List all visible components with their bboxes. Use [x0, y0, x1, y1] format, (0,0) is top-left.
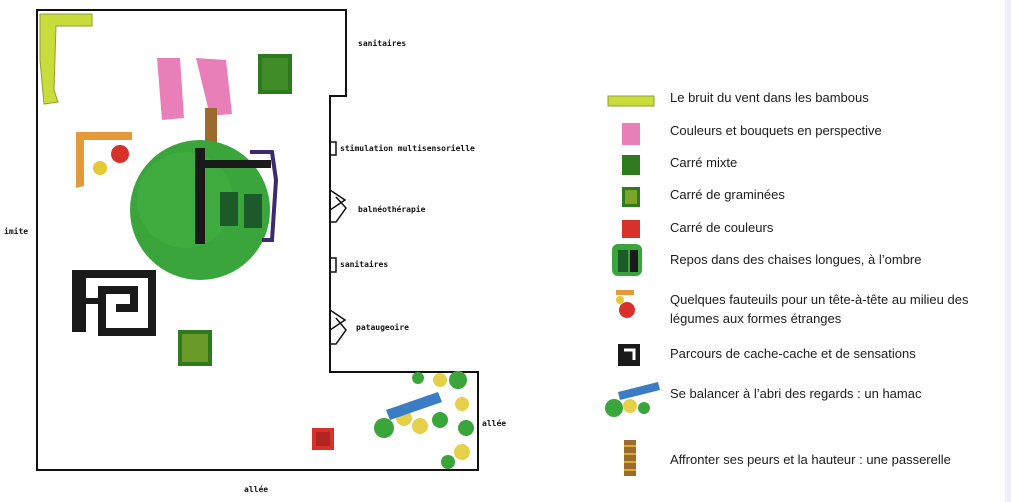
hammock-corner — [374, 371, 474, 469]
legend-item-bridge: Affronter ses peurs et la hauteur : une … — [600, 438, 1005, 478]
legend-text-armchairs: Quelques fauteuils pour un tête-à-tête a… — [670, 292, 969, 326]
color-square-texture — [316, 432, 330, 446]
pink-flowers-2 — [196, 58, 232, 116]
tree-path-horizontal — [195, 160, 271, 168]
mixed-square-icon — [622, 155, 640, 175]
label-balneo: balnéothérapie — [358, 204, 426, 214]
legend-text-tree: Repos dans des chaises longues, à l’ombr… — [670, 252, 922, 267]
legend-text-bamboo: Le bruit du vent dans les bambous — [670, 90, 869, 105]
building-notch-4 — [329, 309, 347, 345]
color-square-icon — [622, 220, 640, 238]
legend-text-hammock: Se balancer à l’abri des regards : un ha… — [670, 386, 922, 401]
legend-text-maze: Parcours de cache-cache et de sensations — [670, 346, 916, 361]
big-tree-shade — [137, 152, 233, 248]
garden-outline — [36, 9, 479, 471]
tree-chairs-icon — [612, 244, 642, 276]
legend-item-maze: Parcours de cache-cache et de sensations — [600, 338, 1005, 372]
legend-text-pink: Couleurs et bouquets en perspective — [670, 123, 882, 138]
legend-item-armchairs: Quelques fauteuils pour un tête-à-tête a… — [600, 288, 1005, 334]
legend-item-mixed: Carré mixte — [600, 147, 1005, 181]
armchair-yellow — [93, 161, 107, 175]
label-allee-right: allée — [482, 418, 506, 428]
maze-icon — [618, 344, 640, 366]
grasses-square — [178, 330, 212, 366]
label-sanitaires-mid: sanitaires — [340, 259, 388, 269]
tree-path-vertical — [195, 148, 205, 244]
grass-square-icon — [622, 187, 640, 207]
armchairs-bed — [76, 132, 132, 188]
building-notch-1 — [330, 141, 337, 156]
label-sanitaires-top: sanitaires — [358, 38, 406, 48]
legend-item-bamboo: Le bruit du vent dans les bambous — [600, 82, 1005, 116]
deck-chair-2 — [244, 194, 262, 228]
building-notch-2 — [329, 189, 347, 223]
pink-flowers-1 — [157, 58, 184, 120]
label-limite: imite — [4, 226, 28, 236]
label-allee-bottom: allée — [244, 484, 268, 494]
maze — [72, 270, 156, 336]
legend-text-mixed: Carré mixte — [670, 155, 738, 170]
bridge-icon — [624, 440, 636, 476]
bamboo-area — [39, 13, 93, 105]
label-stimulation: stimulation multisensorielle — [340, 143, 475, 153]
building-notch-3 — [330, 257, 337, 273]
label-pataugeoire: pataugeoire — [356, 322, 409, 332]
pink-flower-icon — [622, 123, 640, 145]
legend-item-hammock: Se balancer à l’abri des regards : un ha… — [600, 378, 1005, 418]
deck-chair-1 — [220, 192, 238, 226]
grasses-square-texture — [182, 334, 208, 362]
bamboo-icon — [607, 95, 655, 107]
legend-item-pink: Couleurs et bouquets en perspective — [600, 115, 1005, 149]
legend-item-grasses: Carré de graminées — [600, 179, 1005, 213]
legend-text-bridge: Affronter ses peurs et la hauteur : une … — [670, 452, 951, 467]
right-edge-bar — [1005, 0, 1011, 502]
legend-text-colors: Carré de couleurs — [670, 220, 774, 235]
legend-item-tree: Repos dans des chaises longues, à l’ombr… — [600, 244, 1005, 278]
tree-purple-border — [250, 150, 279, 242]
mixed-square-top-dots — [262, 58, 288, 90]
garden-plan: sanitaires stimulation multisensorielle … — [4, 9, 506, 494]
hammock-icon — [605, 382, 660, 417]
legend-item-colors: Carré de couleurs — [600, 212, 1005, 246]
armchair-red — [111, 145, 129, 163]
armchairs-icon — [616, 290, 635, 318]
legend-text-grasses: Carré de graminées — [670, 187, 785, 202]
